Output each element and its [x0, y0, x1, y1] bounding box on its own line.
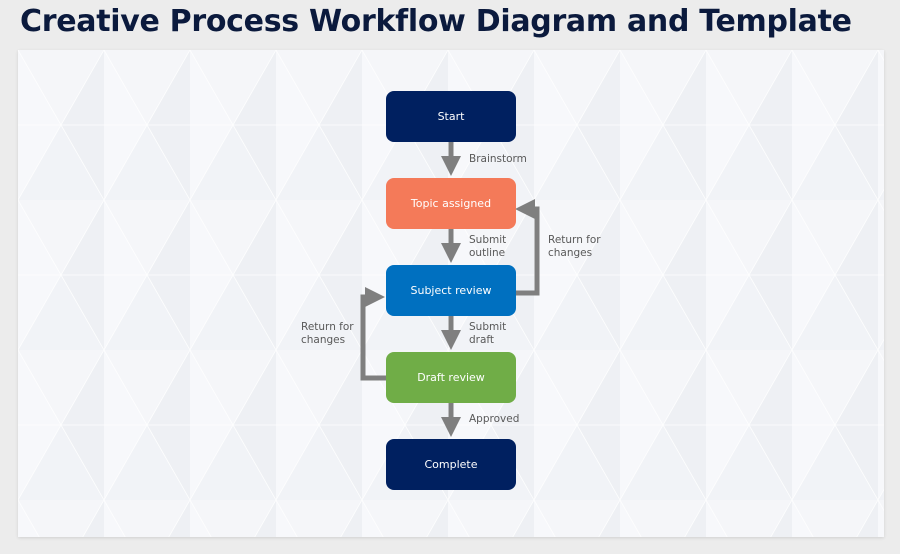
page-title: Creative Process Workflow Diagram and Te… — [20, 4, 852, 39]
node-subject-review[interactable]: Subject review — [386, 265, 516, 316]
node-start[interactable]: Start — [386, 91, 516, 142]
edge-label-submit-draft: Submit draft — [469, 321, 507, 346]
edge-label-approved: Approved — [469, 413, 520, 425]
edge-label-submit-outline: Submit outline — [469, 234, 507, 259]
diagram-canvas: Start Topic assigned Subject review Draf… — [18, 50, 884, 537]
arrow-draft-return-to-subject — [360, 287, 386, 381]
edge-label-return-for-changes-left: Return for changes — [301, 321, 354, 346]
node-topic-assigned[interactable]: Topic assigned — [386, 178, 516, 229]
arrow-subject-return-to-topic — [515, 199, 540, 296]
node-draft-review[interactable]: Draft review — [386, 352, 516, 403]
node-draft-review-label: Draft review — [417, 371, 485, 384]
node-subject-review-label: Subject review — [410, 284, 492, 297]
edge-label-brainstorm: Brainstorm — [469, 153, 527, 165]
node-complete-label: Complete — [424, 458, 478, 471]
node-topic-assigned-label: Topic assigned — [410, 197, 492, 210]
node-complete[interactable]: Complete — [386, 439, 516, 490]
connectors — [360, 142, 540, 437]
node-start-label: Start — [437, 110, 465, 123]
edge-label-return-for-changes-right: Return for changes — [548, 234, 601, 259]
